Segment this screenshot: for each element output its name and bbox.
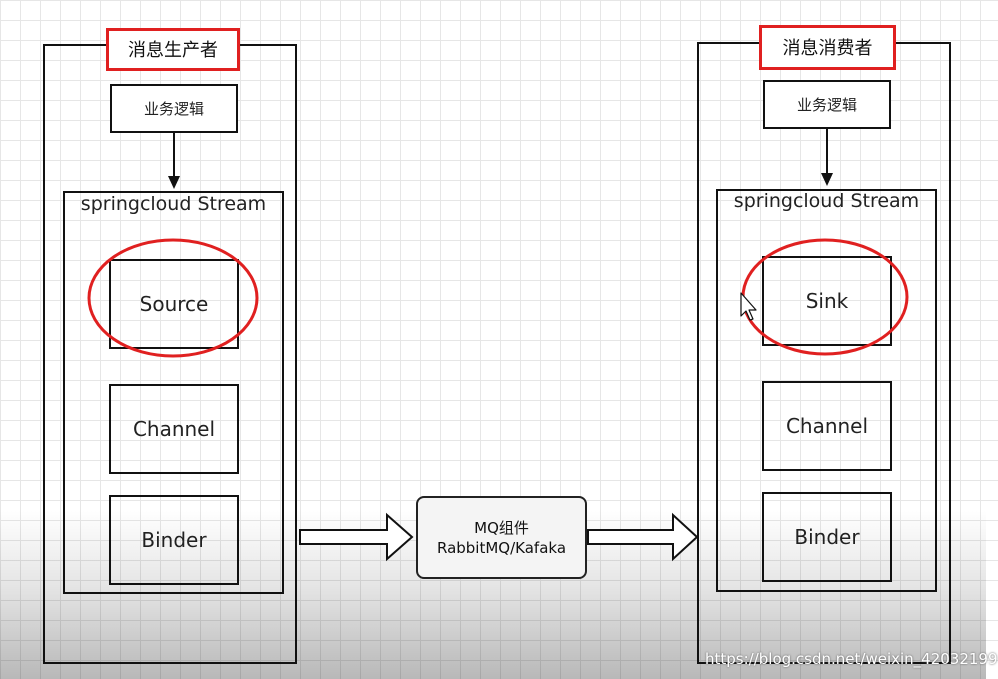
consumer-stream-box bbox=[716, 189, 937, 592]
mq-to-consumer-arrow bbox=[587, 512, 699, 562]
consumer-business-logic: 业务逻辑 bbox=[763, 80, 891, 129]
producer-stream-box bbox=[63, 191, 284, 594]
producer-title: 消息生产者 bbox=[106, 28, 240, 70]
source-highlight-ellipse bbox=[87, 238, 259, 358]
watermark-url: https://blog.csdn.net/weixin_42032199 bbox=[705, 650, 998, 668]
producer-down-arrow bbox=[168, 133, 180, 189]
consumer-channel-box: Channel bbox=[762, 381, 892, 471]
producer-business-logic: 业务逻辑 bbox=[110, 84, 238, 133]
producer-title-highlight bbox=[106, 28, 240, 71]
producer-to-mq-arrow bbox=[299, 512, 414, 562]
producer-source-box: Source bbox=[109, 259, 239, 349]
mouse-cursor-icon bbox=[740, 292, 757, 321]
producer-channel-box: Channel bbox=[109, 384, 239, 474]
consumer-title: 消息消费者 bbox=[759, 25, 896, 69]
mq-component-label: MQ组件 bbox=[474, 518, 529, 537]
sink-highlight-ellipse bbox=[741, 238, 909, 356]
consumer-down-arrow bbox=[821, 129, 833, 186]
consumer-binder-box: Binder bbox=[762, 492, 892, 582]
mq-broker-label: RabbitMQ/Kafaka bbox=[436, 538, 567, 557]
consumer-stream-title: springcloud Stream bbox=[733, 190, 920, 212]
mq-component-box: MQ组件 RabbitMQ/Kafaka bbox=[416, 496, 587, 579]
consumer-title-highlight bbox=[759, 25, 896, 70]
producer-stream-title: springcloud Stream bbox=[80, 193, 267, 215]
producer-binder-box: Binder bbox=[109, 495, 239, 585]
consumer-sink-box: Sink bbox=[762, 256, 892, 346]
